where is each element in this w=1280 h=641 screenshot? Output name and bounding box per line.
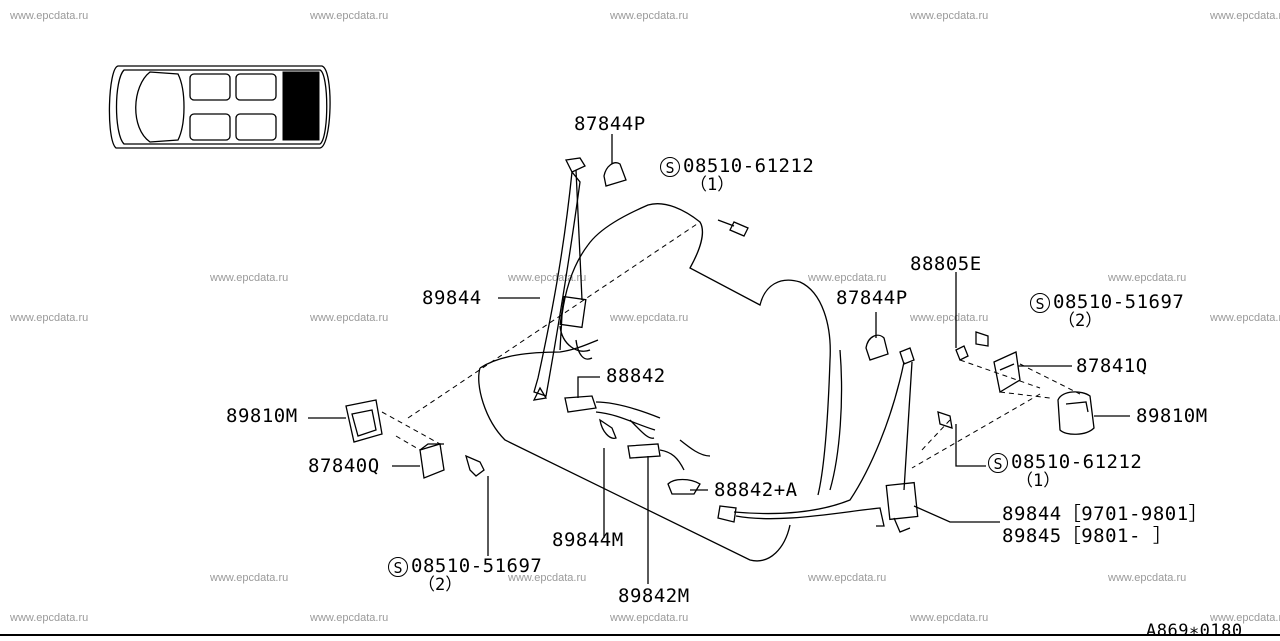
screw-code: 08510-51697 xyxy=(411,555,543,577)
rear-seat-outline xyxy=(478,203,843,562)
label-87844P-right: 87844P xyxy=(836,287,908,309)
watermark: www.epcdata.ru xyxy=(10,312,89,324)
diagram-code: A869∗0180 xyxy=(1146,621,1243,641)
clip-88805E-icon xyxy=(955,345,969,361)
screw-code: 08510-51697 xyxy=(1053,291,1185,313)
screw-qty: （2） xyxy=(418,575,463,595)
cover-87844P-right xyxy=(865,334,889,361)
watermark: www.epcdata.ru xyxy=(610,10,689,22)
label-88842: 88842 xyxy=(606,365,666,387)
vehicle-overview-icon xyxy=(108,65,331,149)
screw-qty: （1） xyxy=(690,175,735,195)
label-88805E: 88805E xyxy=(910,253,982,275)
anchor-cover-89810M-right xyxy=(1057,391,1095,435)
watermark: www.epcdata.ru xyxy=(1210,612,1280,624)
watermark: www.epcdata.ru xyxy=(1108,572,1187,584)
label-87840Q: 87840Q xyxy=(308,455,380,477)
label-89845-range: 89845［9801- ］ xyxy=(1002,525,1173,547)
screw-top-icon xyxy=(717,219,749,237)
buckle-88842 xyxy=(564,395,711,495)
s-symbol-icon: S xyxy=(988,453,1008,473)
s-symbol-icon: S xyxy=(1030,293,1050,313)
screw-qty: （2） xyxy=(1058,311,1103,331)
screw-mid-icon xyxy=(937,411,953,429)
screw-qty: （1） xyxy=(1016,471,1061,491)
watermark: www.epcdata.ru xyxy=(310,10,389,22)
label-89844-left: 89844 xyxy=(422,287,482,309)
anchor-cover-89810M-left xyxy=(345,399,383,443)
watermark: www.epcdata.ru xyxy=(910,10,989,22)
leader-lines xyxy=(308,134,1130,584)
label-88842A: 88842+A xyxy=(714,479,798,501)
watermark: www.epcdata.ru xyxy=(210,272,289,284)
watermark: www.epcdata.ru xyxy=(10,10,89,22)
screw-bottom-icon xyxy=(464,454,485,477)
label-89842M: 89842M xyxy=(618,585,690,607)
watermark: www.epcdata.ru xyxy=(508,572,587,584)
s-symbol-icon: S xyxy=(388,557,408,577)
screw-right-icon xyxy=(975,331,989,347)
watermark: www.epcdata.ru xyxy=(610,312,689,324)
watermark: www.epcdata.ru xyxy=(808,572,887,584)
screw-code: 08510-61212 xyxy=(1011,451,1143,473)
label-89844-range: 89844［9701-9801］ xyxy=(1002,503,1209,525)
anchor-bracket-87841Q xyxy=(993,351,1021,394)
watermark: www.epcdata.ru xyxy=(1210,10,1280,22)
label-87844P-top: 87844P xyxy=(574,113,646,135)
left-seat-belt xyxy=(532,157,627,401)
watermark: www.epcdata.ru xyxy=(10,612,89,624)
label-89810M-right: 89810M xyxy=(1136,405,1208,427)
watermark: www.epcdata.ru xyxy=(210,572,289,584)
watermark: www.epcdata.ru xyxy=(910,312,989,324)
anchor-bracket-87840Q xyxy=(419,443,445,479)
label-89810M-left: 89810M xyxy=(226,405,298,427)
right-seat-belt xyxy=(717,347,919,533)
s-symbol-icon: S xyxy=(660,157,680,177)
watermark: www.epcdata.ru xyxy=(910,612,989,624)
watermark: www.epcdata.ru xyxy=(310,312,389,324)
watermark: www.epcdata.ru xyxy=(1108,272,1187,284)
highlighted-seat-row xyxy=(282,71,320,141)
watermark: www.epcdata.ru xyxy=(808,272,887,284)
label-87841Q: 87841Q xyxy=(1076,355,1148,377)
watermark: www.epcdata.ru xyxy=(310,612,389,624)
bottom-border xyxy=(0,634,1280,636)
screw-code: 08510-61212 xyxy=(683,155,815,177)
label-89844M: 89844M xyxy=(552,529,624,551)
watermark: www.epcdata.ru xyxy=(610,612,689,624)
watermark: www.epcdata.ru xyxy=(1210,312,1280,324)
